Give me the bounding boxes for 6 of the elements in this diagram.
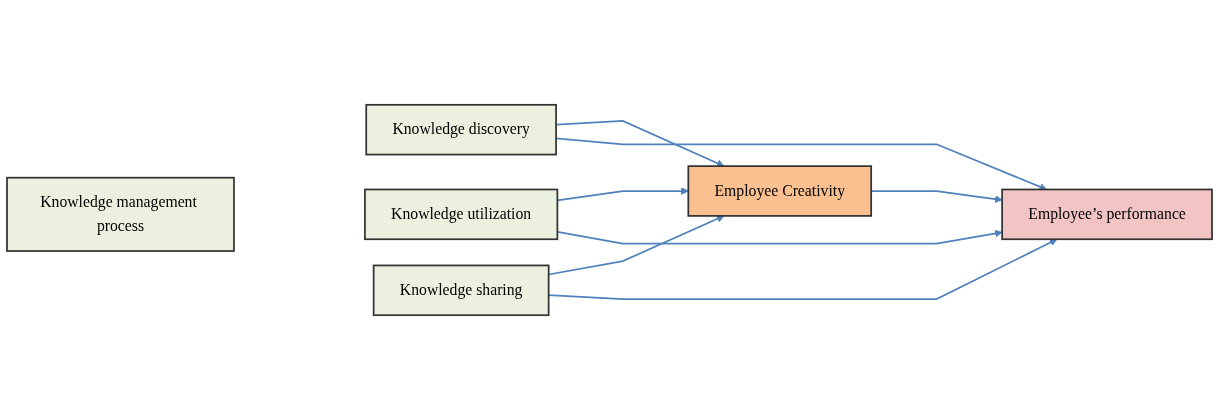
node-box: Employee’s performance — [1001, 188, 1213, 241]
node-box: Knowledge utilization — [364, 188, 559, 241]
node-box: Knowledge management process — [6, 176, 235, 252]
node-box: Knowledge discovery — [365, 103, 557, 156]
node-box: Knowledge sharing — [372, 264, 550, 317]
node-box: Employee Creativity — [687, 165, 873, 217]
